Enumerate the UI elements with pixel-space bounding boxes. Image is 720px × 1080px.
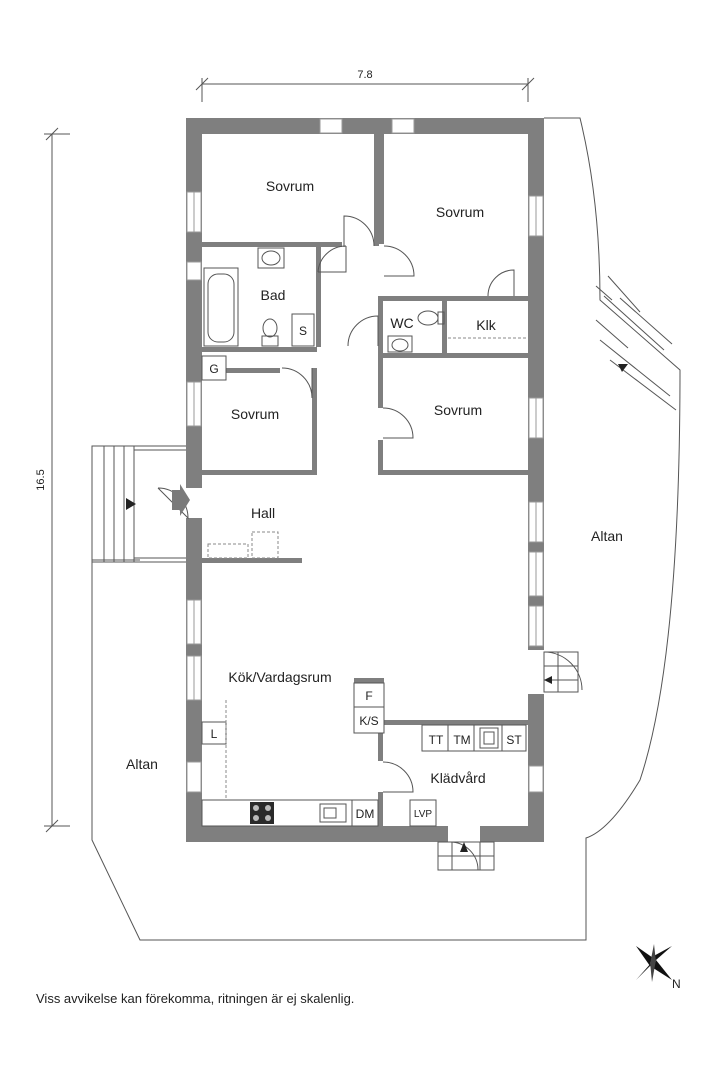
room-label-sovrum-ne: Sovrum [436, 204, 484, 220]
fixture-label-g: G [209, 362, 218, 376]
room-label-altan-east: Altan [591, 528, 623, 544]
east-door-grid [543, 651, 579, 693]
fixture-label-f: F [365, 689, 372, 703]
width-label: 7.8 [357, 69, 372, 81]
fixture-label-lvp: LVP [414, 809, 432, 820]
doors [157, 215, 583, 871]
fixture-label-l: L [211, 727, 218, 741]
hall-furniture [207, 531, 279, 559]
room-label-kok-vardagsrum: Kök/Vardagsrum [228, 669, 331, 685]
height-label: 16.5 [35, 469, 47, 490]
east-stairs [595, 275, 677, 411]
fixture-label-tt: TT [429, 733, 444, 747]
kitchen-counter [201, 700, 379, 827]
bad-toilet [261, 318, 279, 347]
room-label-sovrum-w: Sovrum [231, 406, 279, 422]
room-label-sovrum-nw: Sovrum [266, 178, 314, 194]
west-stairs [91, 445, 188, 563]
lvp-box [409, 799, 437, 827]
wc-sink [387, 335, 413, 353]
fixture-label-ks: K/S [359, 714, 378, 728]
compass-icon [636, 944, 672, 982]
compass-north-label: N [672, 977, 681, 991]
windows [186, 118, 544, 793]
fixture-label-tm: TM [453, 733, 470, 747]
south-door-grid [437, 841, 495, 871]
shower-box [291, 313, 315, 347]
disclaimer-text: Viss avvikelse kan förekomma, ritningen … [36, 991, 355, 1006]
bathtub [203, 267, 239, 347]
width-dimension [195, 77, 535, 102]
interior-walls [202, 134, 528, 826]
ks-box [353, 706, 385, 734]
room-label-kladvard: Klädvård [430, 770, 485, 786]
room-label-bad: Bad [261, 287, 286, 303]
room-label-sovrum-e: Sovrum [434, 402, 482, 418]
fixture-label-dm: DM [356, 807, 375, 821]
laundry-counter [421, 724, 527, 752]
entrance-arrow [172, 484, 190, 516]
fixture-label-st: ST [506, 733, 522, 747]
room-label-klk: Klk [476, 317, 496, 333]
f-box [353, 682, 385, 708]
g-box [201, 355, 227, 381]
room-label-hall: Hall [251, 505, 275, 521]
height-dimension [44, 127, 70, 833]
altan-east-outline [91, 117, 681, 941]
fixture-label-s: S [299, 324, 307, 338]
wc-toilet [417, 310, 445, 326]
bad-sink [257, 247, 285, 269]
room-label-wc: WC [390, 315, 413, 331]
room-label-altan-west: Altan [126, 756, 158, 772]
